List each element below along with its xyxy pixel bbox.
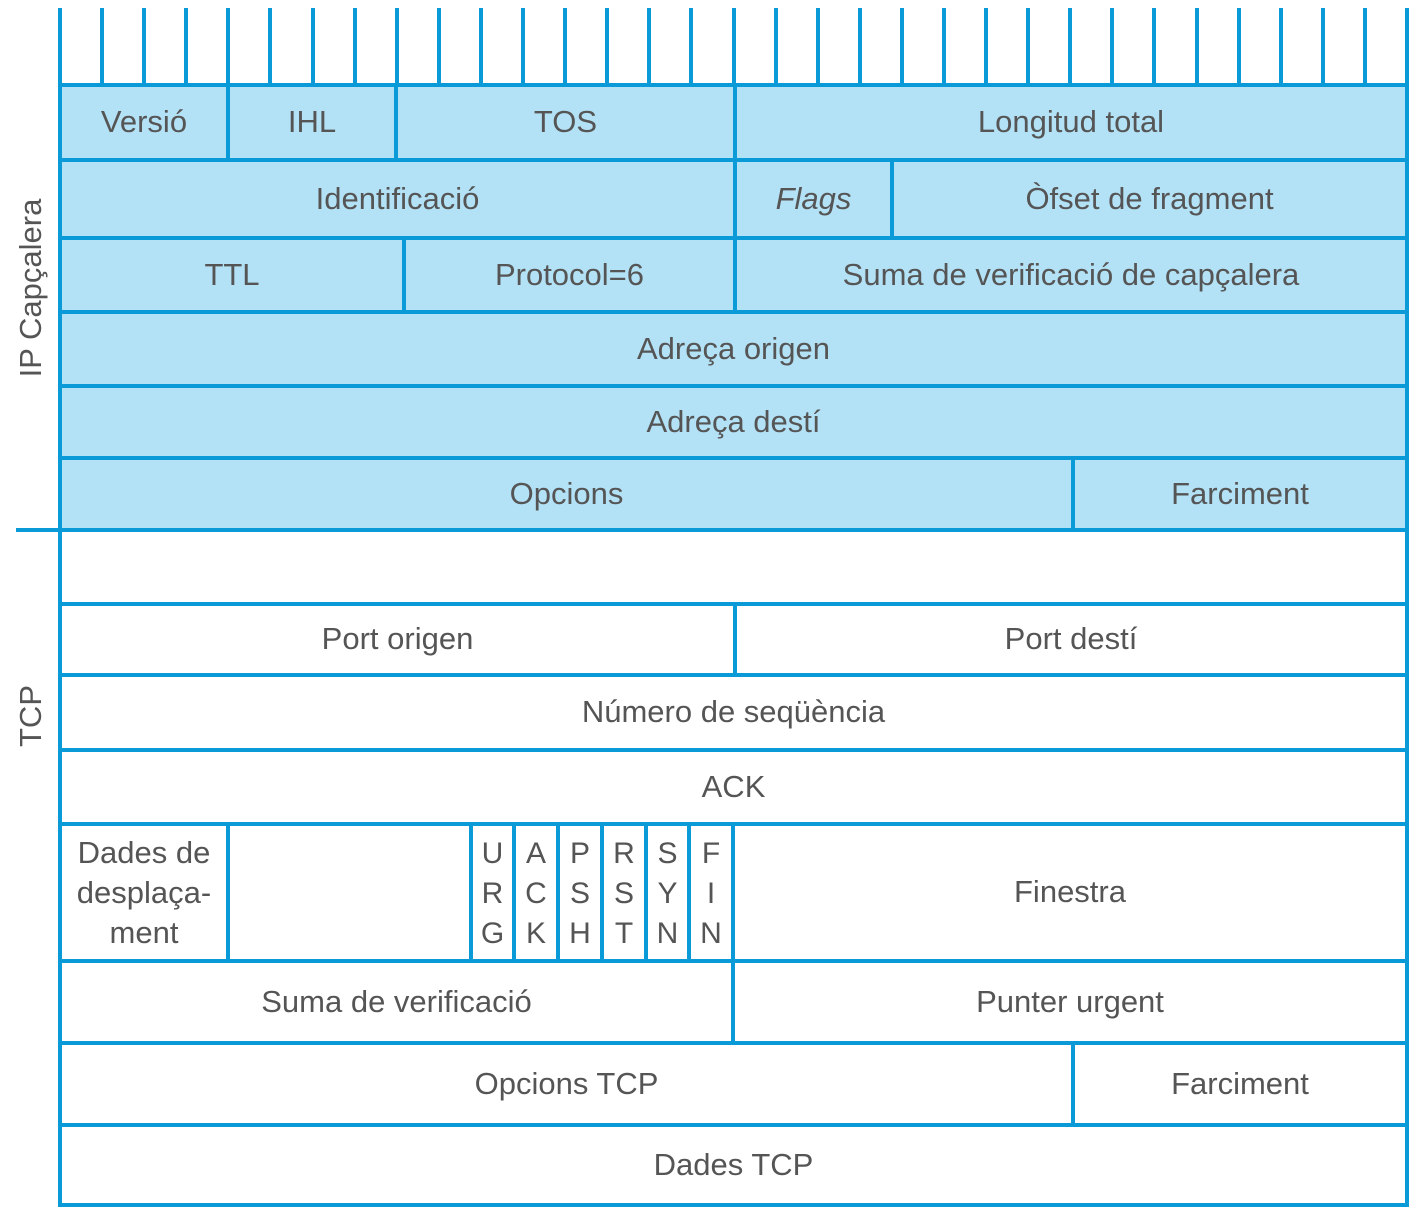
bit-tick [1279,8,1283,84]
bit-tick [563,8,567,84]
bit-tick [647,8,651,84]
bit-tick [100,8,104,84]
bit-tick [984,8,988,84]
field-data-offset: Dades de desplaça- ment [58,822,230,963]
field-total-length: Longitud total [733,83,1409,162]
field-checksum: Suma de verificació [58,959,735,1045]
tcp-label: TCP [13,685,48,747]
bit-tick [774,8,778,84]
field-ip-padding: Farciment [1071,456,1409,532]
bit-tick [479,8,483,84]
field-ihl: IHL [226,83,398,162]
field-ip-flags: Flags [733,158,894,240]
bit-tick [900,8,904,84]
field-reserved [226,822,473,963]
field-ttl: TTL [58,236,406,314]
field-urgent-pointer: Punter urgent [731,959,1409,1045]
bit-tick [1405,8,1409,84]
bit-ruler [58,8,1409,84]
field-source-address: Adreça origen [58,310,1409,388]
field-source-port: Port origen [58,602,737,677]
bit-tick [226,8,230,84]
field-ip-options: Opcions [58,456,1075,532]
bit-tick [1363,8,1367,84]
bit-tick [311,8,315,84]
field-protocol: Protocol=6 [402,236,737,314]
field-version: Versió [58,83,230,162]
bit-tick [858,8,862,84]
bit-tick [1152,8,1156,84]
bit-tick [942,8,946,84]
bit-tick [816,8,820,84]
tcp-blank-row [58,528,1409,606]
bit-tick [1026,8,1030,84]
bit-tick [268,8,272,84]
bit-tick [605,8,609,84]
bit-tick [1195,8,1199,84]
bit-tick [184,8,188,84]
field-ack: ACK [58,748,1409,826]
field-destination-port: Port destí [733,602,1409,677]
bit-tick [353,8,357,84]
bit-tick [1237,8,1241,84]
bit-tick [437,8,441,84]
field-tcp-options: Opcions TCP [58,1041,1075,1127]
field-tcp-padding: Farciment [1071,1041,1409,1127]
bit-tick [732,8,736,84]
data-offset-line-1: Dades de [77,834,211,870]
field-tos: TOS [394,83,737,162]
bit-tick [395,8,399,84]
field-tcp-data: Dades TCP [58,1123,1409,1207]
field-fragment-offset: Òfset de fragment [890,158,1409,240]
section-divider [16,528,60,532]
bit-tick [58,8,62,84]
field-sequence-number: Número de seqüència [58,673,1409,752]
data-offset-line-3: ment [109,914,179,950]
bit-tick [689,8,693,84]
data-offset-line-2: desplaça- [76,874,212,910]
bit-tick [1110,8,1114,84]
bit-tick [142,8,146,84]
field-destination-address: Adreça destí [58,384,1409,460]
ip-header-label: IP Capçalera [13,198,48,378]
bit-tick [1321,8,1325,84]
bit-tick [1068,8,1072,84]
field-window: Finestra [731,822,1409,963]
field-header-checksum: Suma de verificació de capçalera [733,236,1409,314]
bit-tick [521,8,525,84]
field-identification: Identificació [58,158,737,240]
